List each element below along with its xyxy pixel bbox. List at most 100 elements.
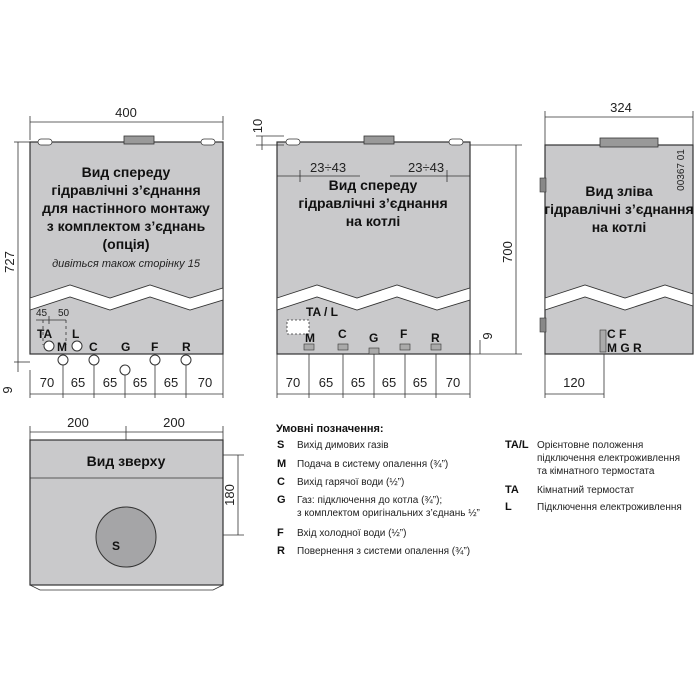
dim-side-120: 120	[563, 375, 585, 390]
top-title: Вид зверху	[87, 453, 166, 469]
side-body	[544, 144, 694, 355]
legend-title: Умовні позначення:	[276, 423, 384, 435]
legend-text-l: Підключення електроживлення	[537, 502, 682, 513]
side-label-mgr: M G R	[607, 341, 642, 355]
label-ta: TA	[37, 327, 52, 341]
dim-mid-65d: 65	[413, 375, 427, 390]
legend-text-ta: Кімнатний термостат	[537, 485, 635, 496]
dim-mid-70b: 70	[446, 375, 460, 390]
label-f: F	[151, 340, 158, 354]
legend-text-tal3: та кімнатного термостата	[537, 466, 655, 477]
legend-text-c: Вихід гарячої води (½”)	[297, 477, 404, 488]
dim-width-324: 324	[610, 100, 632, 115]
legend-key-r: R	[277, 545, 285, 557]
front-left-title-3: для настінного монтажу	[42, 200, 210, 216]
front-left-title-2: гідравлічні з’єднання	[51, 182, 200, 198]
front-left-note: дивіться також сторінку 15	[52, 258, 201, 270]
front-view-middle: Вид спереду гідравлічні з’єднання на кот…	[276, 135, 471, 355]
legend-text-tal1: Орієнтовне положення	[537, 440, 643, 451]
legend-key-s: S	[277, 439, 284, 451]
dim-gap-10: 10	[250, 119, 265, 133]
side-view: Вид зліва гідравлічні з’єднання на котлі…	[539, 137, 694, 355]
label-r-mid: R	[431, 331, 440, 345]
legend-key-g: G	[277, 494, 286, 506]
dim-offset-9-right: 9	[480, 332, 495, 339]
side-drawing-code: 00367 01	[676, 149, 687, 191]
front-middle-title-1: Вид спереду	[329, 177, 418, 193]
front-left-title-5: (опція)	[103, 236, 150, 252]
label-tal: TA / L	[306, 305, 338, 319]
dim-50: 50	[58, 308, 70, 319]
dim-top-180: 180	[222, 484, 237, 506]
tal-box	[286, 319, 310, 335]
label-c: C	[89, 340, 98, 354]
bottom-dims-left: 70 65 65 65 65 70	[29, 354, 224, 398]
legend-key-l: L	[505, 501, 512, 513]
legend-text-g: Газ: підключення до котла (¾”);	[297, 495, 442, 506]
front-left-top-bracket	[123, 135, 155, 145]
dim-left-70a: 70	[40, 375, 54, 390]
front-middle-title-2: гідравлічні з’єднання	[298, 195, 447, 211]
r-circle	[180, 354, 192, 366]
legend-key-ta: TA	[505, 484, 519, 496]
bottom-dims-middle: 70 65 65 65 65 70	[276, 354, 471, 398]
label-c-mid: C	[338, 327, 347, 341]
dim-offset-9-left: 9	[0, 386, 15, 393]
front-middle-title-3: на котлі	[346, 213, 401, 229]
l-circle	[71, 340, 83, 352]
dim-left-65c: 65	[133, 375, 147, 390]
dim-left-65a: 65	[71, 375, 85, 390]
dim-height-700: 700	[500, 241, 515, 263]
side-label-cf: C F	[607, 327, 626, 341]
front-left-title-4: з комплектом з’єднань	[47, 218, 206, 234]
flue-circle	[95, 506, 157, 568]
legend-text-tal2: підключення електроживлення	[537, 453, 680, 464]
side-title-3: на котлі	[592, 219, 647, 235]
top-view: Вид зверху S	[29, 439, 224, 591]
legend: Умовні позначення: S Вихід димових газів…	[276, 423, 682, 557]
dim-top-200-right: 200	[163, 415, 185, 430]
side-title-2: гідравлічні з’єднання	[544, 201, 693, 217]
label-r: R	[182, 340, 191, 354]
side-title-1: Вид зліва	[585, 183, 652, 199]
label-m-mid: M	[305, 331, 315, 345]
legend-text-f: Вхід холодної води (½”)	[297, 528, 406, 539]
dim-left-65b: 65	[103, 375, 117, 390]
dim-23-43-left: 23÷43	[310, 160, 346, 175]
legend-key-tal: TA/L	[505, 439, 529, 451]
label-m: M	[57, 340, 67, 354]
legend-key-f: F	[277, 527, 284, 539]
label-l: L	[72, 327, 79, 341]
f-circle	[149, 354, 161, 366]
dim-top-200-left: 200	[67, 415, 89, 430]
dim-45: 45	[36, 308, 48, 319]
legend-key-m: M	[277, 458, 286, 470]
dim-mid-65c: 65	[382, 375, 396, 390]
dim-mid-65b: 65	[351, 375, 365, 390]
g-circle	[119, 364, 131, 376]
top-flue-label: S	[112, 539, 120, 553]
dim-23-43-right: 23÷43	[408, 160, 444, 175]
ta-circle	[43, 340, 55, 352]
c-circle	[88, 354, 100, 366]
label-g-mid: G	[369, 331, 378, 345]
legend-text-s: Вихід димових газів	[297, 440, 389, 451]
legend-text-g2: з комплектом оригінальних з’єднань ½”	[297, 508, 480, 519]
legend-text-m: Подача в систему опалення (¾”)	[297, 459, 448, 470]
dim-mid-70a: 70	[286, 375, 300, 390]
front-left-title-1: Вид спереду	[82, 164, 171, 180]
dim-height-727: 727	[2, 251, 17, 273]
legend-key-c: C	[277, 476, 285, 488]
front-left-body	[29, 141, 224, 355]
legend-text-r: Повернення з системи опалення (¾”)	[297, 546, 470, 557]
front-left-break	[29, 284, 224, 311]
m-circle	[57, 354, 69, 366]
front-view-left: Вид спереду гідравлічні з’єднання для на…	[29, 135, 224, 376]
label-g: G	[121, 340, 130, 354]
dim-mid-65a: 65	[319, 375, 333, 390]
dim-left-65d: 65	[164, 375, 178, 390]
dim-width-400: 400	[115, 105, 137, 120]
dim-left-70b: 70	[198, 375, 212, 390]
label-f-mid: F	[400, 327, 407, 341]
